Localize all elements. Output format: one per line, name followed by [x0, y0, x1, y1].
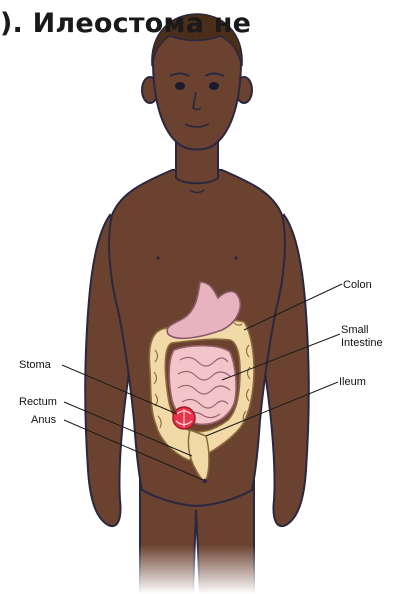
right-eye — [209, 82, 219, 90]
label-ileum: Ileum — [339, 376, 366, 388]
page-caption: ). Илеостома не — [0, 8, 251, 39]
label-colon: Colon — [343, 279, 372, 291]
right-nipple — [234, 256, 237, 259]
left-nipple — [156, 256, 159, 259]
label-small-intestine-1: Small — [341, 324, 369, 336]
anus — [203, 479, 207, 483]
label-anus: Anus — [31, 414, 57, 426]
label-stoma: Stoma — [19, 359, 52, 371]
left-eye — [175, 82, 185, 90]
label-small-intestine-2: Intestine — [341, 337, 383, 349]
leg-fade — [130, 545, 270, 594]
label-rectum: Rectum — [19, 396, 57, 408]
